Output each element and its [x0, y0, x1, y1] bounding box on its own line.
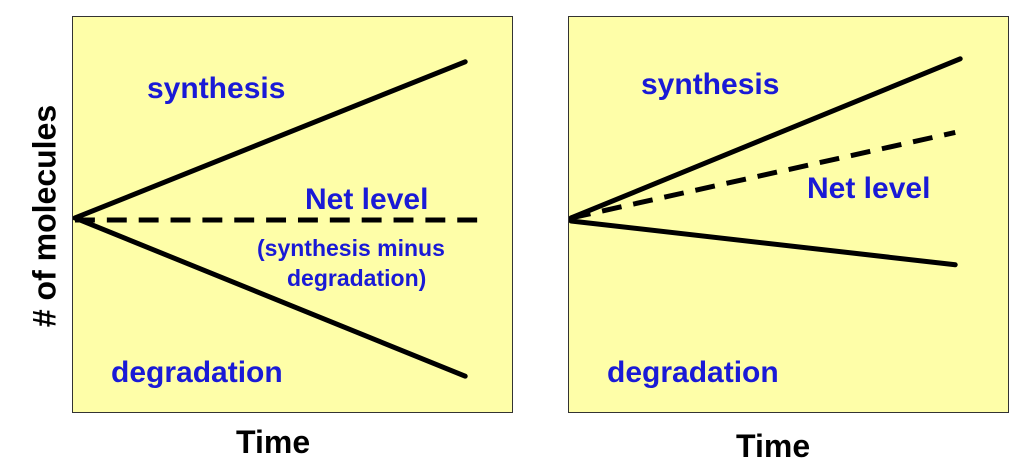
synthesis-line — [569, 56, 963, 221]
degradation-line — [569, 218, 958, 268]
degradation-label: degradation — [111, 356, 283, 389]
net-level-note-line2: degradation) — [287, 265, 427, 291]
degradation-label: degradation — [607, 356, 779, 389]
left-diagram-lines — [73, 59, 490, 379]
right-x-axis-label: Time — [736, 428, 811, 464]
synthesis-line — [73, 59, 468, 221]
left-diagram-panel: synthesis Net level (synthesis minus deg… — [72, 16, 513, 413]
synthesis-label: synthesis — [147, 72, 286, 105]
net-level-label: Net level — [305, 183, 429, 216]
net-level-note-line1: (synthesis minus — [257, 235, 445, 261]
right-diagram-lines — [569, 56, 963, 268]
degradation-line — [73, 215, 468, 379]
net-level-line — [570, 129, 956, 221]
y-axis-label: # of molecules — [26, 104, 63, 328]
left-x-axis-label: Time — [236, 424, 311, 460]
synthesis-label: synthesis — [641, 68, 780, 101]
net-level-label: Net level — [807, 172, 931, 205]
right-diagram-panel: synthesis Net level degradation — [568, 16, 1009, 413]
